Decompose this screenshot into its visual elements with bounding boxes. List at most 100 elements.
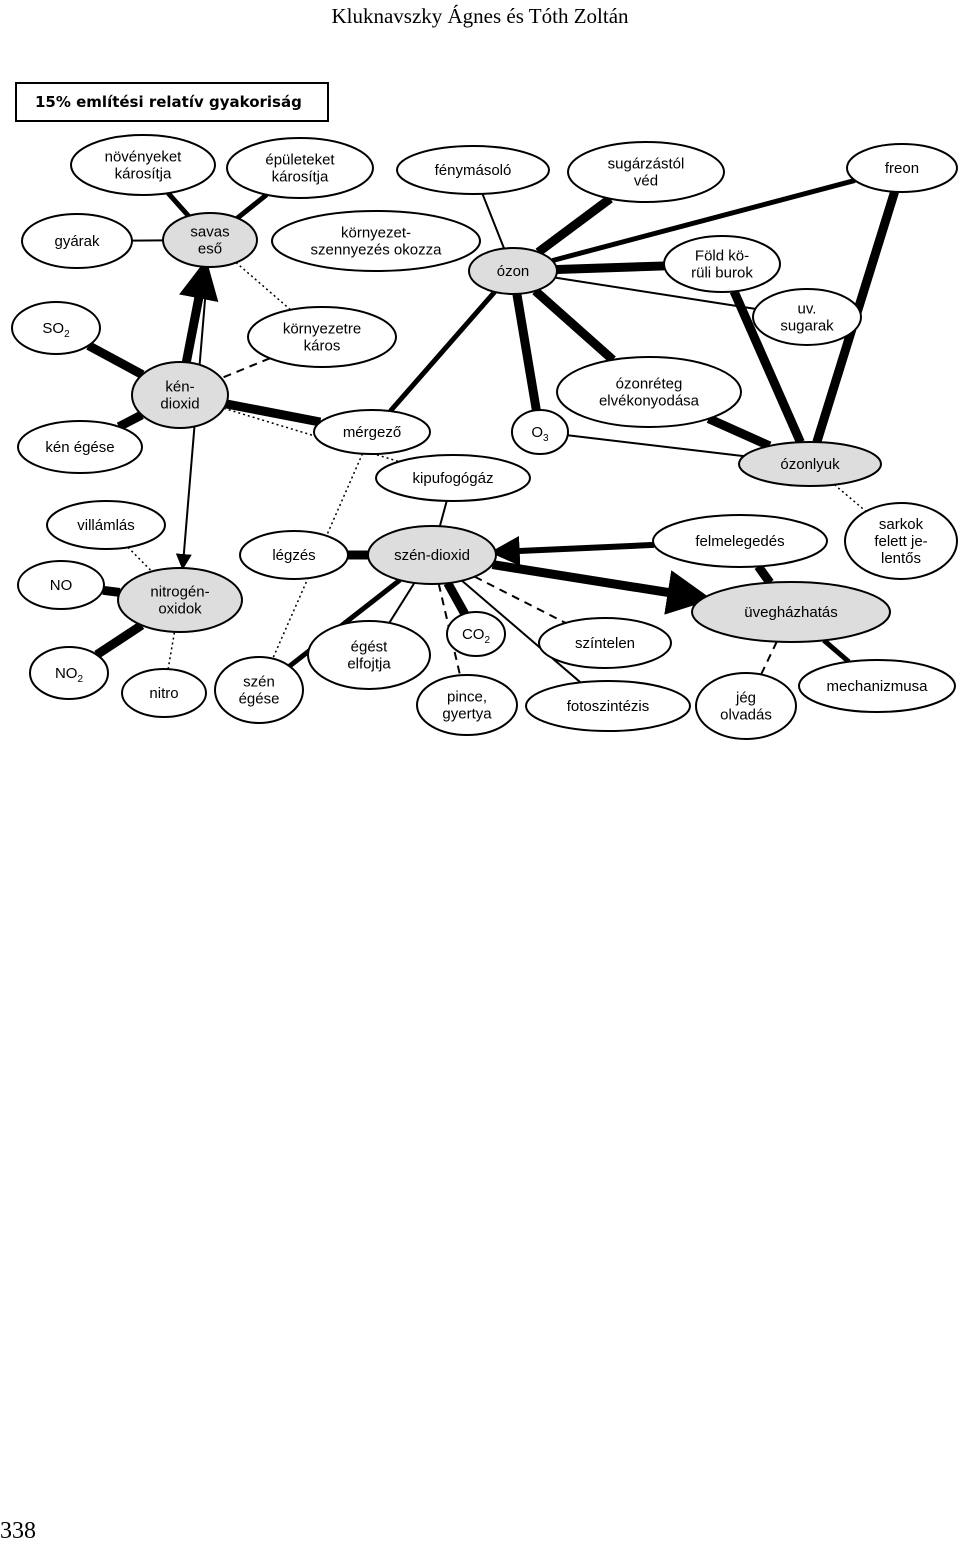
edge-felmelegedes-uveghazhatas [754, 563, 774, 586]
node-ken-egese: kén égése [17, 420, 143, 474]
node-ellipse [307, 620, 431, 690]
node-ellipse [17, 420, 143, 474]
node-label: ózon [497, 263, 530, 280]
node-label: felmelegedés [695, 533, 784, 550]
node-ellipse [468, 247, 558, 295]
node-label-line: olvadás [720, 707, 772, 724]
node-label-line: környezet- [341, 225, 411, 242]
edge-ken_dioxid-mergezo [225, 399, 322, 427]
node-label-main: CO [462, 626, 485, 643]
node-ellipse [567, 141, 725, 203]
edge-szen_dioxid-co2 [443, 580, 469, 616]
node-pince-gyertya: pince,gyertya [416, 674, 518, 736]
node-fotoszintezis: fotoszintézis [525, 680, 691, 732]
node-label-subscript: 2 [64, 329, 70, 340]
node-label-line: kipufogógáz [413, 470, 494, 487]
edge-ozon-fold_koruli [556, 261, 665, 275]
edge-fenymasolo-ozon [481, 193, 506, 249]
node-label-line: sugarak [780, 318, 834, 335]
node-label-main: O [531, 424, 543, 441]
node-ellipse [367, 525, 497, 585]
node-label-line: jég [735, 690, 756, 707]
node-ellipse [21, 213, 133, 269]
node-label: CO2 [462, 626, 491, 646]
node-label-line: épületeket [265, 152, 335, 169]
node-ellipse [121, 668, 207, 718]
node-o3: O3 [511, 409, 569, 455]
node-label-line: nitro [149, 685, 178, 702]
node-label-line: NO [50, 577, 73, 594]
edge-sugarzastol-ozon [535, 195, 613, 256]
node-label-main: NO [55, 665, 78, 682]
node-ellipse [844, 502, 958, 580]
edge-szen_dioxid-szintelen [474, 575, 567, 624]
node-label-line: színtelen [575, 635, 635, 652]
node-no: NO [17, 560, 105, 610]
node-fold-koruli: Föld kö-rüli burok [663, 235, 781, 293]
node-label-line: ózon [497, 263, 530, 280]
node-label: O3 [531, 424, 549, 444]
node-label-line: üvegházhatás [744, 604, 837, 621]
edge-kornyezetre_karos-ken_dioxid [220, 357, 271, 380]
node-label-line: szén-dioxid [394, 547, 470, 564]
node-ellipse [29, 646, 109, 700]
edge-szen_dioxid-uveghazhatas [491, 560, 713, 615]
edge-ozon-mergezo [388, 290, 497, 413]
node-label-line: kén- [165, 379, 194, 396]
node-label-line: mechanizmusa [827, 678, 929, 695]
edge-nitro-nitrogen_oxidok [167, 631, 176, 670]
node-ellipse [396, 145, 550, 195]
node-ellipse [313, 409, 431, 455]
node-label: fénymásoló [435, 162, 512, 179]
node-label-subscript: 2 [484, 635, 490, 646]
node-label-main: SO [42, 320, 64, 337]
edge-fold_koruli-ozonlyuk [729, 289, 805, 445]
edge-so2-ken_dioxid [86, 341, 145, 379]
node-label: freon [885, 160, 919, 177]
node-ellipse [214, 656, 304, 724]
node-label: villámlás [77, 517, 135, 534]
edge-o3-ozonlyuk [567, 434, 744, 458]
node-label: mérgező [343, 424, 401, 441]
node-nitro: nitro [121, 668, 207, 718]
node-label-line: kén égése [45, 439, 114, 456]
node-label: légzés [272, 547, 315, 564]
node-uv-sugarak: uv.sugarak [752, 288, 862, 346]
node-ellipse [525, 680, 691, 732]
node-label: környezet-szennyezés okozza [311, 225, 443, 259]
node-ellipse [556, 356, 742, 428]
node-label-line: nitrogén- [150, 584, 209, 601]
node-ellipse [663, 235, 781, 293]
node-label-line: villámlás [77, 517, 135, 534]
node-kornyezet-szenny: környezet-szennyezés okozza [271, 210, 481, 272]
node-ellipse [416, 674, 518, 736]
node-ellipse [247, 306, 397, 368]
node-ellipse [131, 361, 229, 429]
node-ellipse [11, 301, 101, 355]
node-szintelen: színtelen [538, 617, 672, 669]
node-label: nitrogén-oxidok [150, 584, 209, 618]
node-label-line: savas [190, 224, 229, 241]
node-label-line: ózonréteg [616, 376, 683, 393]
node-label-line: gyertya [442, 706, 492, 723]
edge-ozonreteg-ozonlyuk [706, 414, 772, 451]
node-label-line: mérgező [343, 424, 401, 441]
edge-no2-nitrogen_oxidok [94, 621, 145, 659]
node-ellipse [162, 212, 258, 268]
node-label: nitro [149, 685, 178, 702]
node-ken-dioxid: kén-dioxid [131, 361, 229, 429]
node-label-line: véd [634, 173, 658, 190]
edge-uveghazhatas-mechanizmusa [822, 638, 851, 664]
